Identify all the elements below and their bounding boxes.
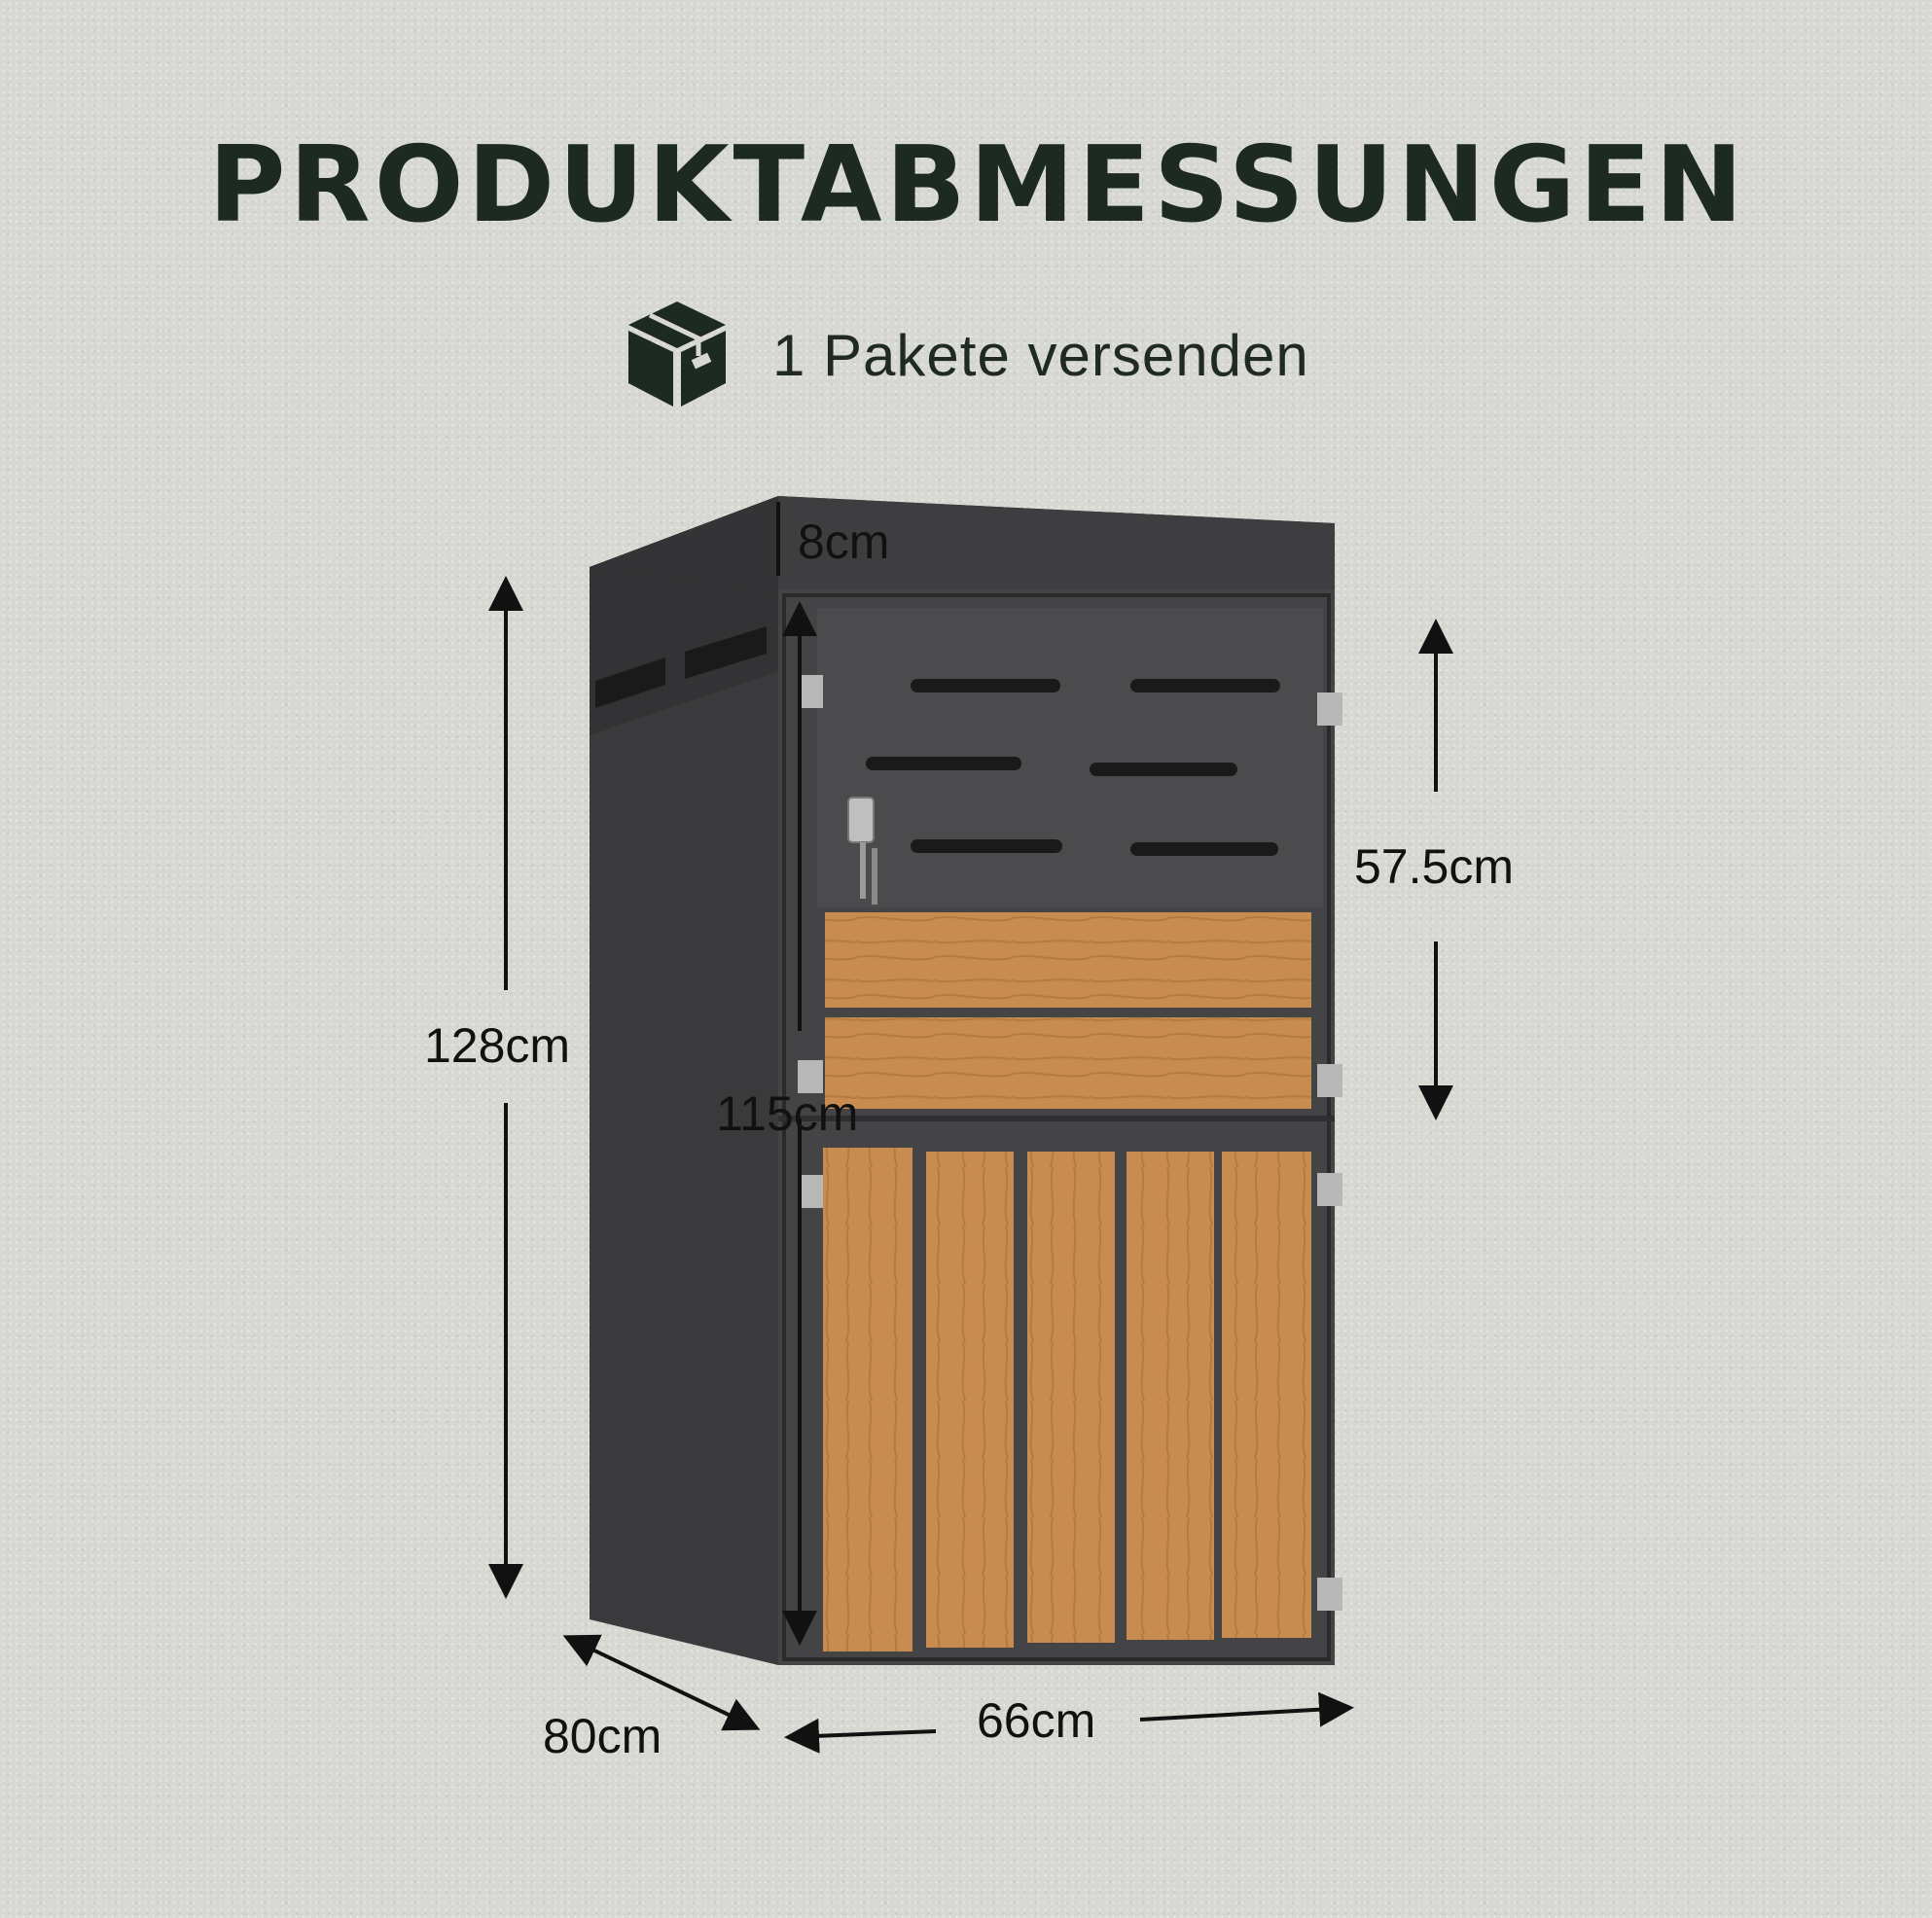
cabinet-lid (590, 496, 1335, 595)
upper-door (798, 608, 1342, 1109)
shipping-label: 1 Pakete versenden (772, 322, 1309, 388)
total-height-label: 128cm (424, 1018, 571, 1073)
upper-door-height-label: 57.5cm (1354, 839, 1514, 894)
package-box-icon (623, 296, 732, 415)
dimension-lines (488, 502, 1453, 1754)
front-height-label: 115cm (716, 1086, 859, 1141)
cabinet-side-panel (590, 496, 778, 1665)
lower-door (798, 1148, 1342, 1652)
lid-height-label: 8cm (798, 515, 890, 569)
depth-label: 80cm (543, 1709, 662, 1763)
shipping-info: 1 Pakete versenden (623, 292, 1309, 418)
width-label: 66cm (977, 1693, 1096, 1748)
page-title: PRODUKTABMESSUNGEN (208, 124, 1747, 246)
